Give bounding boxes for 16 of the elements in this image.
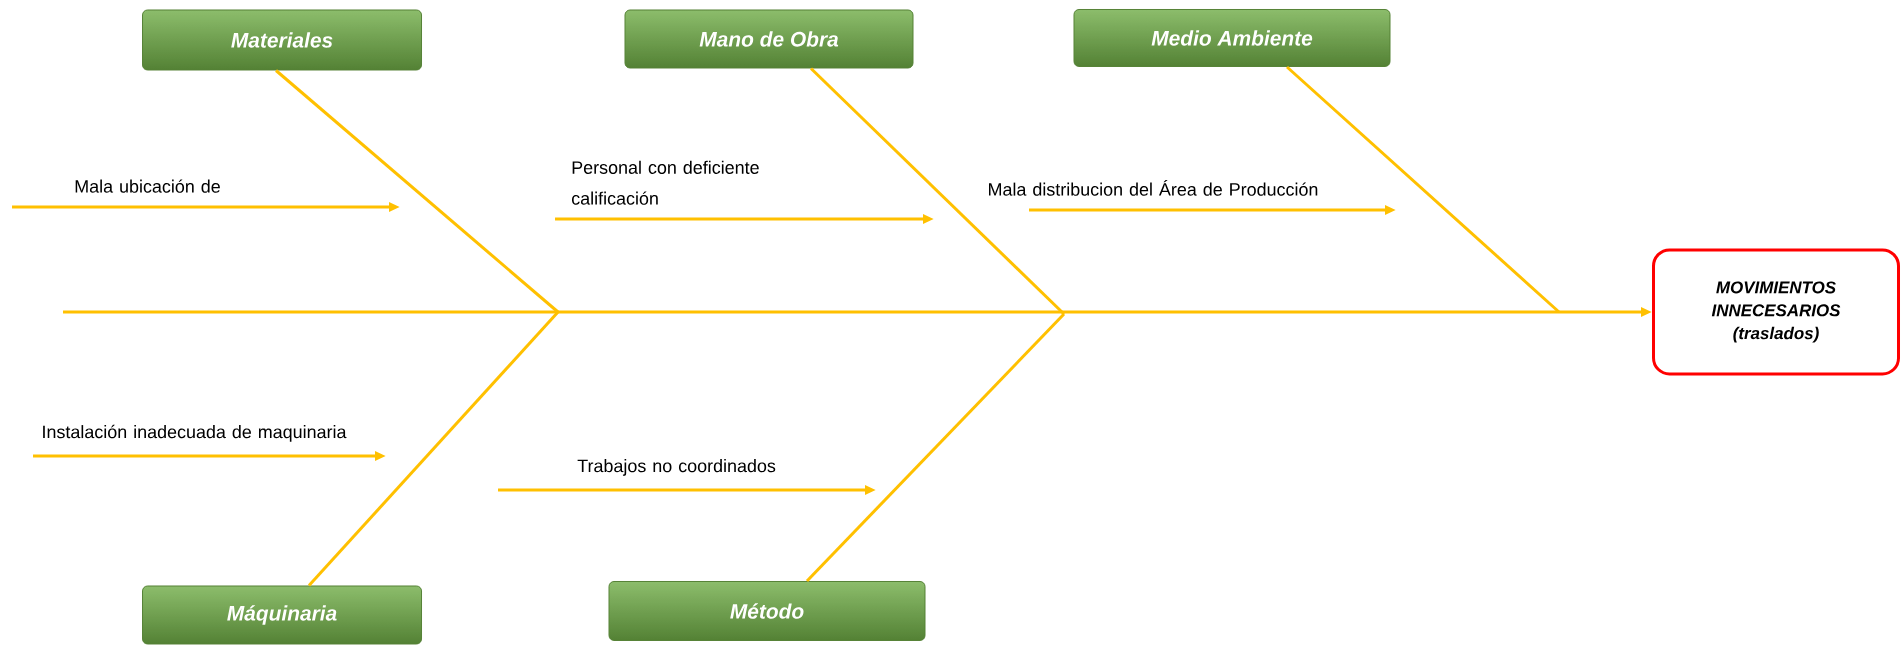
cause-text: Instalación inadecuada de maquinaria: [43, 424, 347, 442]
effect-box: MOVIMIENTOS INNECESARIOS (traslados): [1652, 248, 1900, 376]
bone-line: [275, 69, 559, 314]
bone-line: [809, 67, 1066, 316]
cause-text: Trabajos no coordinados: [577, 459, 776, 476]
category-box: Mano de Obra: [624, 9, 914, 69]
bone-line: [1286, 65, 1560, 314]
bone-line: [805, 312, 1066, 583]
cause-text: Personal con deficiente calificación: [572, 160, 759, 205]
cause-text: Mala ubicación de: [75, 179, 220, 193]
category-box: Medio Ambiente: [1073, 9, 1391, 67]
cause-text: Mala distribucion del Área de Producción: [989, 180, 1318, 196]
category-box: Materiales: [142, 9, 422, 71]
category-box: Método: [608, 581, 926, 641]
bone-line: [307, 311, 560, 587]
category-box: Máquinaria: [142, 585, 422, 645]
